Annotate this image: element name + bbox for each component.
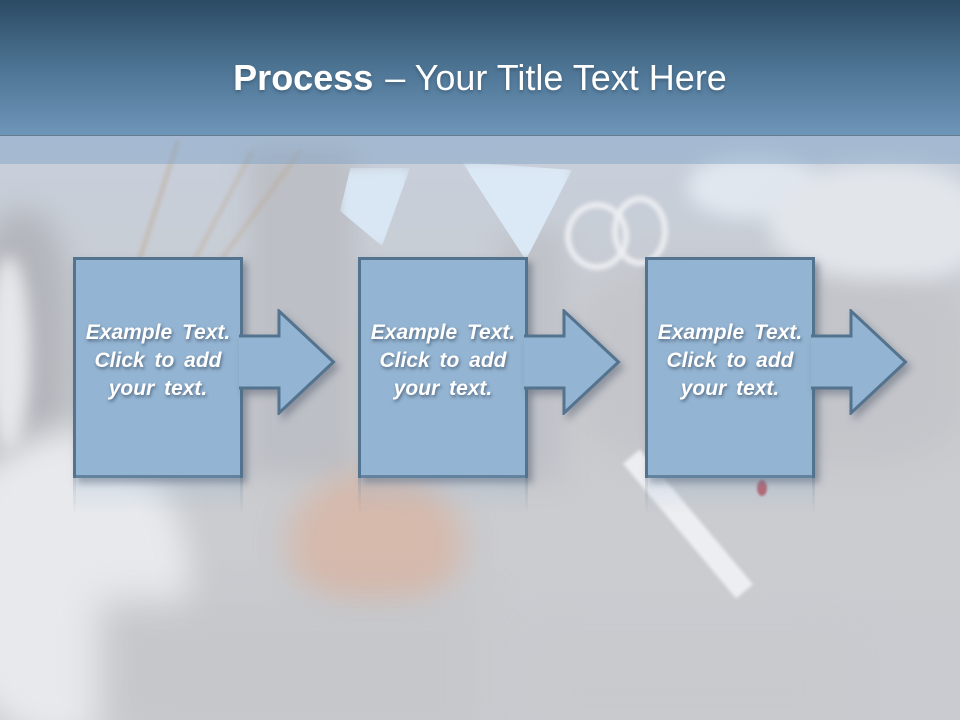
- step-text-line: your text.: [108, 376, 208, 400]
- background-shape: [612, 196, 668, 266]
- step-text-line: Example Text.: [85, 320, 231, 344]
- right-arrow-icon[interactable]: [239, 309, 336, 415]
- background-shape: [757, 480, 767, 496]
- slide-title-text: – Your Title Text Here: [385, 56, 727, 98]
- reflection-box: [645, 465, 815, 521]
- background-shape: [100, 601, 480, 720]
- step-text-line: your text.: [680, 376, 780, 400]
- reflection-arrow: [524, 515, 621, 521]
- process-step-3: Example Text. Click to add your text.: [645, 257, 915, 521]
- right-arrow-icon[interactable]: [524, 309, 621, 415]
- slide-header: Process – Your Title Text Here: [0, 0, 960, 136]
- process-step-1: Example Text. Click to add your text.: [73, 257, 343, 521]
- reflection-box: [358, 465, 528, 521]
- reflection-arrow: [811, 515, 908, 521]
- step-text-line: Click to add: [94, 348, 222, 372]
- step-text-line: Example Text.: [657, 320, 803, 344]
- slide-title[interactable]: Process – Your Title Text Here: [233, 56, 727, 100]
- process-step-3-box[interactable]: Example Text. Click to add your text.: [645, 257, 815, 478]
- step-text-line: Click to add: [379, 348, 507, 372]
- background-shape: [540, 641, 840, 720]
- step-reflection: [73, 465, 343, 521]
- background-shape: [248, 146, 356, 476]
- process-step-1-box[interactable]: Example Text. Click to add your text.: [73, 257, 243, 478]
- step-reflection: [358, 465, 628, 521]
- background-shape: [288, 471, 463, 616]
- reflection-arrow: [239, 515, 336, 521]
- process-step-2-box[interactable]: Example Text. Click to add your text.: [358, 257, 528, 478]
- step-text-line: your text.: [393, 376, 493, 400]
- header-accent-band: [0, 136, 960, 164]
- step-reflection: [645, 465, 915, 521]
- slide-title-keyword: Process: [233, 56, 374, 98]
- step-text-line: Example Text.: [370, 320, 516, 344]
- reflection-box: [73, 465, 243, 521]
- step-text-line: Click to add: [666, 348, 794, 372]
- right-arrow-icon[interactable]: [811, 309, 908, 415]
- process-step-2: Example Text. Click to add your text.: [358, 257, 628, 521]
